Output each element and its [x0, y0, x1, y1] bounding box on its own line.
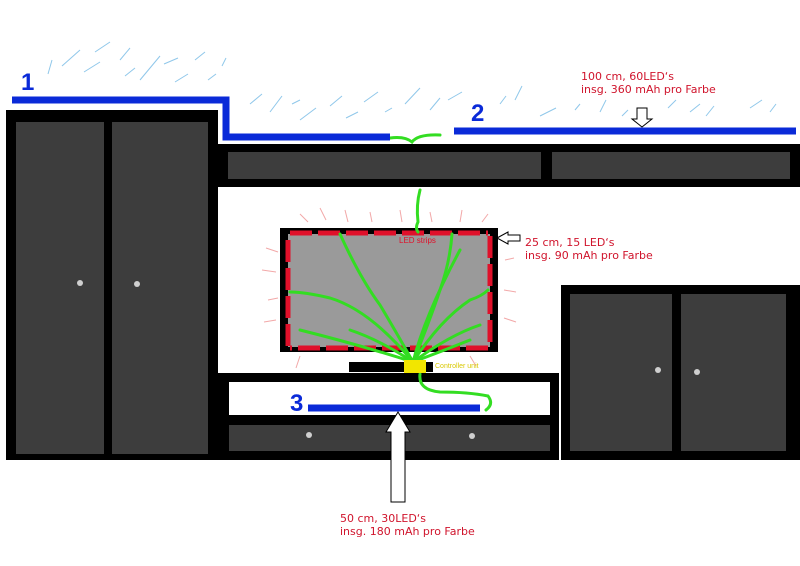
tv-glow-strokes [261, 207, 517, 369]
left-cabinet [6, 110, 218, 460]
annotation-bottom-line2: insg. 180 mAh pro Farbe [340, 525, 475, 538]
annotation-tv: 25 cm, 15 LED‘s insg. 90 mAh pro Farbe [525, 236, 653, 262]
arrow-left-icon [495, 231, 521, 245]
annotation-top: 100 cm, 60LED‘s insg. 360 mAh pro Farbe [581, 70, 716, 96]
annotation-tv-line1: 25 cm, 15 LED‘s [525, 236, 615, 249]
led-strips-label: LED strips [399, 236, 436, 245]
arrow-down-icon [630, 107, 654, 128]
right-cabinet [561, 285, 800, 460]
drawer-knob [469, 433, 475, 439]
annotation-bottom: 50 cm, 30LED‘s insg. 180 mAh pro Farbe [340, 512, 475, 538]
door-knob [134, 281, 140, 287]
controller-unit-label: Controller unit [435, 363, 479, 370]
annotation-tv-line2: insg. 90 mAh pro Farbe [525, 249, 653, 262]
tv-screen [288, 234, 490, 347]
door-knob [655, 367, 661, 373]
glow-strokes [47, 41, 777, 121]
upper-shelf [218, 144, 800, 187]
arrow-up-icon [385, 411, 411, 503]
door-knob [77, 280, 83, 286]
left-cabinet-door-2 [112, 122, 208, 454]
annotation-top-line2: insg. 360 mAh pro Farbe [581, 83, 716, 96]
tv-foot [349, 362, 433, 372]
door-knob [694, 369, 700, 375]
left-cabinet-door-1 [16, 122, 104, 454]
drawer-knob [306, 432, 312, 438]
annotation-top-line1: 100 cm, 60LED‘s [581, 70, 675, 83]
marker-1: 1 [21, 69, 35, 96]
marker-2: 2 [471, 100, 485, 127]
blue-led-strip-1 [12, 96, 390, 141]
green-wires [288, 133, 493, 412]
marker-3: 3 [290, 390, 304, 417]
tv-lowboard [218, 373, 559, 460]
controller-unit [404, 360, 426, 373]
annotation-bottom-line1: 50 cm, 30LED‘s [340, 512, 427, 525]
